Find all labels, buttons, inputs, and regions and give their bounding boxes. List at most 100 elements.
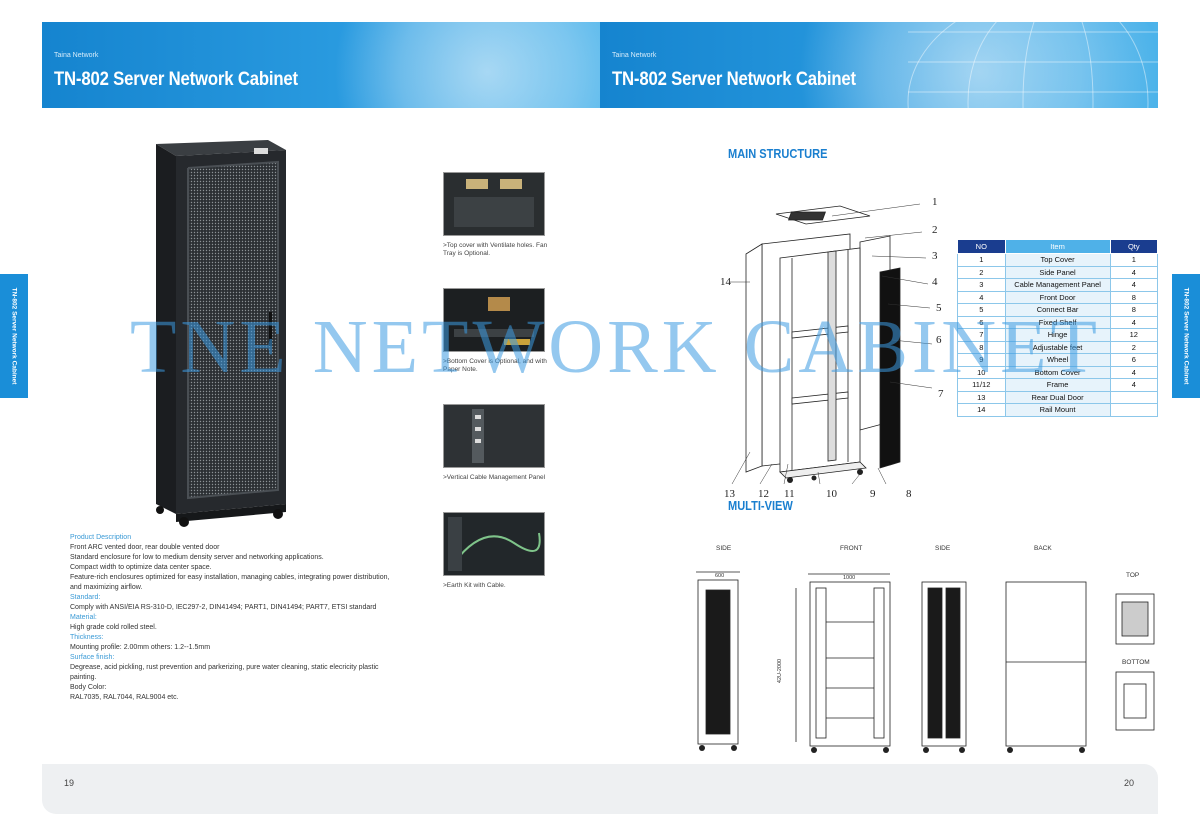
col-header-no: NO (957, 239, 1006, 254)
feature-photo-top-cover (443, 172, 545, 236)
description-text: Standard enclosure for low to medium den… (70, 554, 324, 561)
cell-qty: 6 (1109, 353, 1158, 367)
cell-item: Rear Dual Door (1004, 390, 1111, 404)
cell-no: 5 (957, 303, 1006, 317)
description-text: Front ARC vented door, rear double vente… (70, 544, 220, 551)
page-number: 20 (1124, 778, 1135, 788)
cell-item: Adjustable feet (1004, 340, 1111, 354)
cell-item: Bottom Cover (1004, 365, 1111, 379)
description-text: Comply with ANSI/EIA RS-310-D, IEC297-2,… (70, 604, 377, 611)
cell-qty: 4 (1109, 365, 1158, 379)
cell-no: 8 (957, 340, 1006, 354)
right-page: Taina Network TN-802 Server Network Cabi… (600, 22, 1158, 814)
feature-item: >Vertical Cable Management Panel (443, 404, 558, 482)
cell-item: Fixed Shelf (1004, 315, 1111, 329)
feature-caption: >Top cover with Ventilate holes. Fan Tra… (443, 242, 548, 257)
cell-no: 7 (957, 328, 1006, 342)
table-header-row: NO Item Qty (957, 239, 1158, 254)
cell-qty: 4 (1109, 278, 1158, 292)
cell-item: Front Door (1004, 290, 1111, 304)
feature-photo-bottom-cover (443, 288, 545, 352)
view-label-bottom: BOTTOM (1122, 659, 1150, 666)
callout-number: 1 (932, 196, 938, 208)
cell-item: Wheel (1004, 353, 1111, 367)
page-title: TN-802 Server Network Cabinet (612, 69, 856, 90)
col-header-qty: Qty (1109, 239, 1158, 254)
callout-number: 10 (826, 488, 837, 500)
description-heading: Standard: (70, 594, 101, 601)
col-header-item: Item (1004, 239, 1111, 254)
cell-no: 9 (957, 353, 1006, 367)
right-footer: 20 (600, 764, 1158, 814)
exploded-diagram (710, 172, 950, 487)
cell-qty: 1 (1109, 253, 1158, 267)
description-heading: Surface finish: (70, 654, 115, 661)
globe-graphic (748, 22, 1158, 108)
cell-item: Cable Management Panel (1004, 278, 1111, 292)
view-label-back: BACK (1034, 545, 1052, 552)
cell-qty: 8 (1109, 290, 1158, 304)
cell-no: 6 (957, 315, 1006, 329)
description-heading: Thickness: (70, 634, 104, 641)
cell-item: Connect Bar (1004, 303, 1111, 317)
cell-no: 2 (957, 265, 1006, 279)
callout-number: 9 (870, 488, 876, 500)
left-header: Taina Network TN-802 Server Network Cabi… (42, 22, 600, 108)
callout-number: 12 (758, 488, 769, 500)
description-text: Mounting profile: 2.00mm others: 1.2--1.… (70, 644, 211, 651)
description-text: Feature-rich enclosures optimized for ea… (70, 574, 390, 591)
side-tab-right: TN-802 Server Network Cabinet (1172, 274, 1200, 398)
cell-item: Rail Mount (1004, 403, 1111, 417)
callout-number: 6 (936, 334, 942, 346)
cell-qty (1109, 390, 1158, 404)
cell-no: 13 (957, 390, 1006, 404)
callout-number: 11 (784, 488, 795, 500)
view-label-top: TOP (1126, 572, 1140, 579)
side-tab-label: TN-802 Server Network Cabinet (10, 287, 18, 385)
cell-item: Frame (1004, 378, 1111, 392)
description-text: High grade cold rolled steel. (70, 624, 157, 631)
cell-qty (1109, 403, 1158, 417)
callout-number: 13 (724, 488, 735, 500)
feature-item: >Earth Kit with Cable. (443, 512, 558, 590)
cell-item: Top Cover (1004, 253, 1111, 267)
feature-item: >Bottom Cover is Optional, and with Pape… (443, 288, 558, 374)
globe-graphic (300, 22, 600, 108)
cell-qty: 12 (1109, 328, 1158, 342)
callout-number: 4 (932, 276, 938, 288)
description-text: Body Color: (70, 684, 107, 691)
multi-view-title: MULTI-VIEW (728, 498, 793, 513)
callout-number: 2 (932, 224, 938, 236)
cabinet-photo (136, 132, 296, 532)
feature-caption: >Earth Kit with Cable. (443, 582, 506, 589)
callout-number: 14 (720, 276, 731, 288)
view-label-side: SIDE (716, 545, 732, 552)
cell-qty: 8 (1109, 303, 1158, 317)
cell-qty: 4 (1109, 315, 1158, 329)
feature-item: >Top cover with Ventilate holes. Fan Tra… (443, 172, 558, 258)
cell-item: Side Panel (1004, 265, 1111, 279)
left-page: Taina Network TN-802 Server Network Cabi… (42, 22, 600, 814)
dimension-depth: 1000 (843, 575, 856, 581)
feature-photo-cable-panel (443, 404, 545, 468)
brand-name: Taina Network (612, 52, 657, 59)
right-header: Taina Network TN-802 Server Network Cabi… (600, 22, 1158, 108)
description-heading: Material: (70, 614, 97, 621)
brand-name: Taina Network (54, 52, 99, 59)
view-label-front: FRONT (840, 545, 863, 552)
feature-photo-earth-kit (443, 512, 545, 576)
callout-number: 5 (936, 302, 942, 314)
cell-item: Hinge (1004, 328, 1111, 342)
globe-grid-graphic (907, 22, 1158, 108)
